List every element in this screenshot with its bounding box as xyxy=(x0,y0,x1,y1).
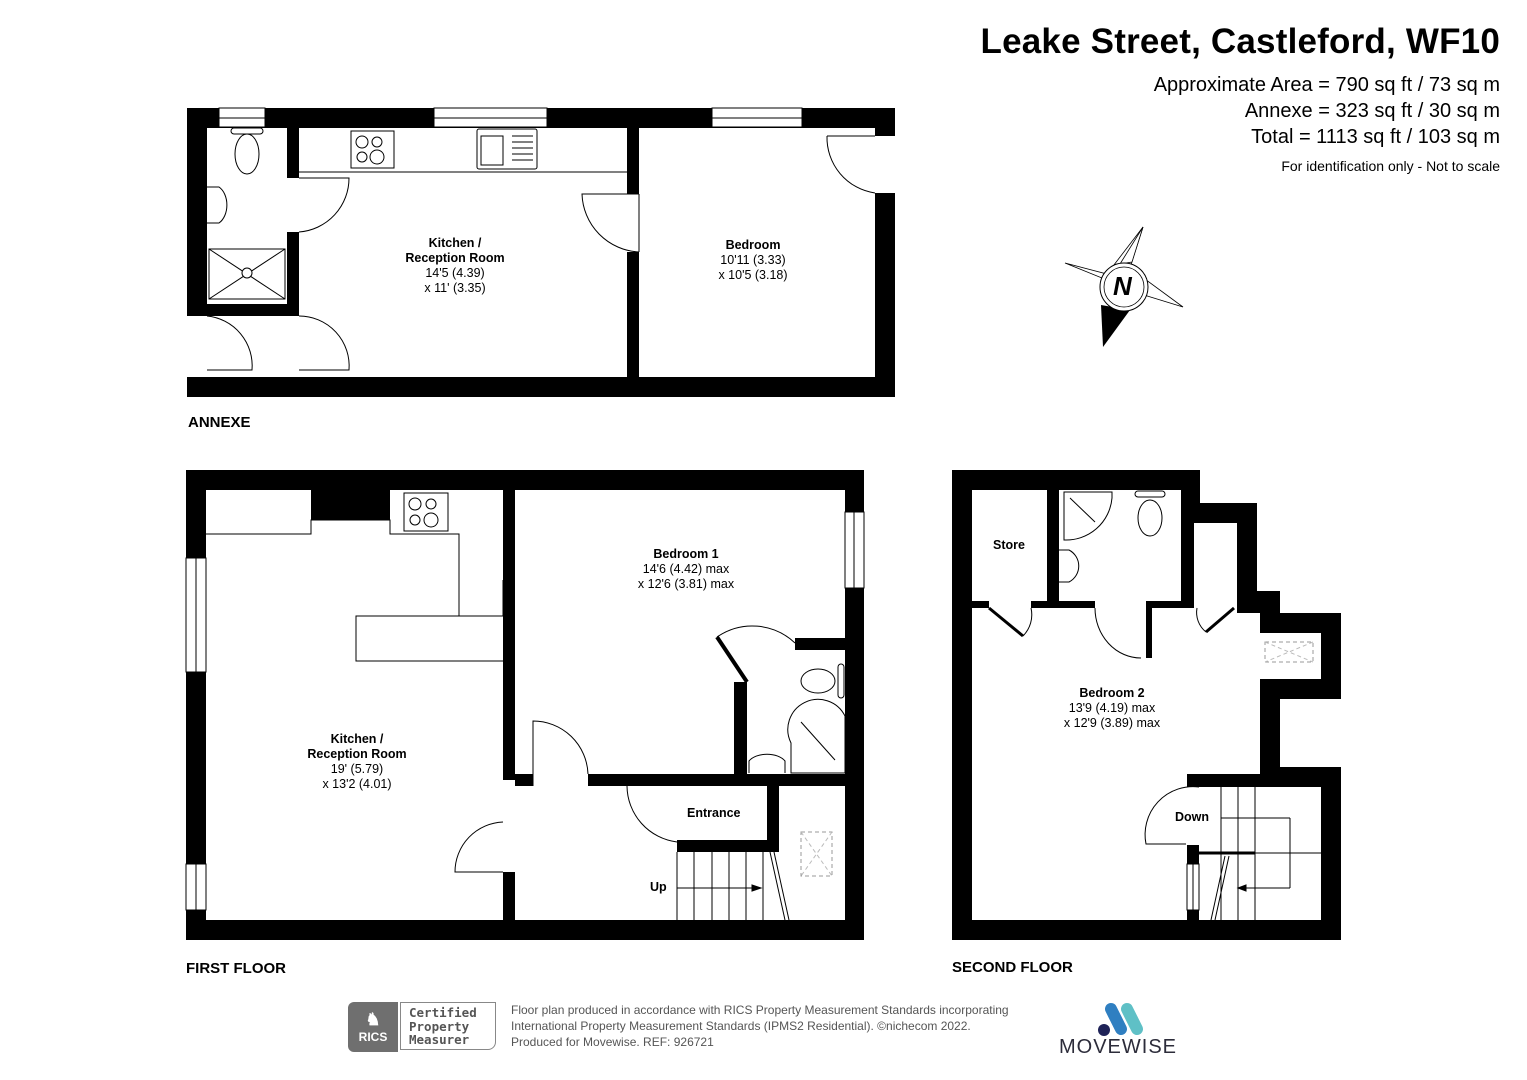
compass-icon xyxy=(1064,226,1184,347)
stairs-up-label: Up xyxy=(650,880,667,894)
rics-lion-icon: ♞ xyxy=(365,1010,381,1029)
room-name: Bedroom xyxy=(725,238,781,252)
room-dimension-2: x 11' (3.35) xyxy=(424,281,486,295)
bedroom-1-label: Bedroom 1 14'6 (4.42) max x 12'6 (3.81) … xyxy=(638,547,734,592)
first-floor-fixtures xyxy=(206,492,846,921)
rics-logo: ♞ RICS xyxy=(348,1002,398,1052)
room-name: Bedroom 1 xyxy=(653,547,719,561)
rics-certified-badge: ♞ RICS Certified Property Measurer xyxy=(348,1002,500,1052)
footer-line-3: Produced for Movewise. REF: 926721 xyxy=(511,1035,714,1049)
entrance-label: Entrance xyxy=(687,806,741,820)
movewise-mark-icon xyxy=(1098,1003,1143,1036)
room-dimension-1: 19' (5.79) xyxy=(330,762,384,776)
annexe-kitchen-label: Kitchen / Reception Room 14'5 (4.39) x 1… xyxy=(405,236,504,296)
footer-line-2: International Property Measurement Stand… xyxy=(511,1019,971,1033)
room-name-line2: Reception Room xyxy=(405,251,505,265)
room-dimension-1: 13'9 (4.19) max xyxy=(1068,701,1156,715)
compass-north-label: N xyxy=(1113,271,1132,301)
store-label: Store xyxy=(993,538,1025,552)
room-name: Bedroom 2 xyxy=(1079,686,1145,700)
annexe-fixtures xyxy=(206,127,876,371)
annexe-floor-label: ANNEXE xyxy=(188,414,251,431)
room-dimension-1: 10'11 (3.33) xyxy=(720,253,786,267)
room-dimension-1: 14'5 (4.39) xyxy=(425,266,485,280)
movewise-wordmark: MOVEWISE xyxy=(1059,1036,1178,1058)
total-area: Total = 1113 sq ft / 103 sq m xyxy=(1251,126,1500,148)
second-floor-label: SECOND FLOOR xyxy=(952,959,1073,976)
rics-line-2: Property xyxy=(409,1018,470,1034)
certified-measurer-box: Certified Property Measurer xyxy=(400,1002,496,1050)
room-dimension-2: x 10'5 (3.18) xyxy=(718,268,788,282)
rics-line-1: Certified xyxy=(409,1005,477,1020)
annexe-area: Annexe = 323 sq ft / 30 sq m xyxy=(1244,100,1500,122)
room-name-line2: Reception Room xyxy=(307,747,407,761)
stairs-down-label: Down xyxy=(1175,810,1210,824)
first-floor-label: FIRST FLOOR xyxy=(186,960,286,977)
annexe-bedroom-label: Bedroom 10'11 (3.33) x 10'5 (3.18) xyxy=(718,238,787,283)
room-name: Kitchen / xyxy=(428,236,482,250)
rics-text: RICS xyxy=(358,1030,388,1044)
bedroom-2-label: Bedroom 2 13'9 (4.19) max x 12'9 (3.89) … xyxy=(1064,686,1160,731)
movewise-logo: MOVEWISE xyxy=(1055,998,1185,1060)
room-dimension-2: x 12'9 (3.89) max xyxy=(1063,716,1161,730)
second-floor-fixtures xyxy=(988,490,1321,921)
rics-line-3: Measurer xyxy=(409,1032,470,1047)
room-dimension-2: x 13'2 (4.01) xyxy=(322,777,392,791)
scale-disclaimer: For identification only - Not to scale xyxy=(1281,158,1500,174)
approximate-area: Approximate Area = 790 sq ft / 73 sq m xyxy=(1153,74,1500,96)
first-kitchen-label: Kitchen / Reception Room 19' (5.79) x 13… xyxy=(307,732,406,792)
room-dimension-1: 14'6 (4.42) max xyxy=(642,562,730,576)
property-title: Leake Street, Castleford, WF10 xyxy=(980,22,1500,61)
annexe-plan xyxy=(187,107,895,397)
footer-line-1: Floor plan produced in accordance with R… xyxy=(511,1003,1009,1017)
room-dimension-2: x 12'6 (3.81) max xyxy=(637,577,735,591)
room-name: Kitchen / xyxy=(330,732,384,746)
first-floor-plan xyxy=(186,470,864,940)
footer-statement: Floor plan produced in accordance with R… xyxy=(511,1002,1009,1050)
second-floor-plan xyxy=(952,470,1341,940)
